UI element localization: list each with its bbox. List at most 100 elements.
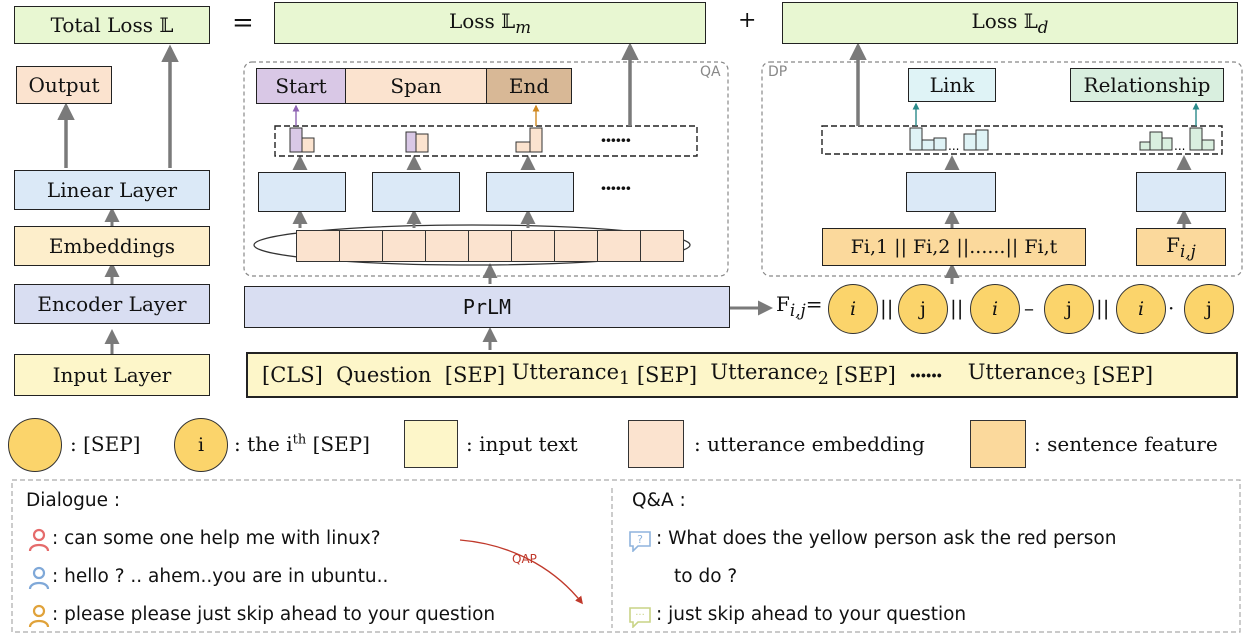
- loss-d-box: Loss 𝕃d: [782, 2, 1238, 44]
- concat-op-3: ||: [1096, 296, 1110, 320]
- prlm-label: PrLM: [462, 295, 512, 319]
- span-box: Span: [345, 68, 487, 104]
- qa-linear-box-1: [258, 172, 346, 212]
- input-layer-label: Input Layer: [52, 363, 172, 387]
- span-label: Span: [390, 74, 442, 98]
- total-loss-box: Total Loss 𝕃: [14, 6, 210, 44]
- legend-utterance-embedding: : utterance embedding: [694, 432, 925, 456]
- legend-input-text: : input text: [466, 432, 578, 456]
- input-sep-4: [SEP]: [1092, 363, 1154, 387]
- dialogue-title: Dialogue :: [26, 490, 121, 511]
- legend-ith-text: : the ith [SEP]: [234, 432, 370, 456]
- encoder-layer-box: Encoder Layer: [14, 284, 210, 324]
- input-cls: [CLS]: [262, 363, 323, 387]
- svg-text:...: ...: [948, 139, 959, 153]
- f-ij-box: Fi,j: [1136, 228, 1226, 266]
- formula-j-circle-3: j: [1184, 284, 1234, 334]
- legend-ith-circle: i: [174, 418, 228, 472]
- loss-d-label: Loss 𝕃d: [971, 9, 1049, 37]
- input-layer-box: Input Layer: [14, 354, 210, 396]
- formula-i-circle-3: i: [1116, 284, 1166, 334]
- start-box: Start: [256, 68, 346, 104]
- start-label: Start: [275, 74, 327, 98]
- output-box: Output: [16, 66, 112, 104]
- feature-concat-box: Fi,1 || Fi,2 ||......|| Fi,t: [822, 228, 1086, 266]
- svg-text:...: ...: [1174, 139, 1185, 153]
- input-question: Question: [336, 363, 432, 387]
- qna-answer: : just skip ahead to your question: [656, 604, 967, 625]
- qa-linear-box-2: [372, 172, 460, 212]
- legend-input-text-swatch: [404, 420, 458, 468]
- legend-sep-circle: [8, 418, 62, 472]
- dp-frame: [761, 61, 1243, 277]
- legend-sentence-feature: : sentence feature: [1034, 432, 1218, 456]
- total-loss-label: Total Loss 𝕃: [50, 13, 174, 37]
- dot-op: ·: [1168, 296, 1175, 320]
- qa-dots-top: ······: [600, 128, 632, 152]
- question-bubble-icon: ?: [629, 531, 651, 552]
- relationship-label: Relationship: [1083, 73, 1211, 97]
- input-utterance-1: Utterance1: [511, 360, 631, 390]
- embedding-cells: [296, 230, 684, 262]
- prlm-box: PrLM: [244, 286, 730, 328]
- dp-tag: DP: [768, 64, 788, 80]
- input-sequence-box: [CLS] Question [SEP] Utterance1 [SEP] Ut…: [246, 352, 1238, 398]
- qa-dots-mid: ······: [600, 176, 632, 200]
- dp-distribution-row: [821, 125, 1223, 155]
- red-person-icon: [28, 528, 50, 552]
- qap-label: QAP: [512, 552, 537, 566]
- formula-i-circle-1: i: [828, 284, 878, 334]
- embeddings-box: Embeddings: [14, 226, 210, 266]
- dp-linear-box-2: [1136, 172, 1226, 212]
- dialogue-frame: [11, 479, 1241, 633]
- yellow-person-icon: [28, 604, 50, 628]
- loss-m-box: Loss 𝕃m: [274, 2, 706, 44]
- formula-lhs: Fi,j=: [776, 292, 823, 320]
- end-label: End: [508, 74, 550, 98]
- blue-person-icon: [28, 566, 50, 590]
- svg-text:?: ?: [637, 533, 643, 546]
- qa-tag: QA: [700, 64, 721, 80]
- input-dots: ······: [909, 362, 943, 388]
- concat-op-2: ||: [950, 296, 964, 320]
- input-sep-2: [SEP]: [636, 363, 698, 387]
- qap-arrow: [459, 539, 583, 605]
- formula-j-circle-2: j: [1044, 284, 1094, 334]
- qna-question-line-2: to do ?: [674, 566, 738, 587]
- feature-concat-label: Fi,1 || Fi,2 ||......|| Fi,t: [850, 236, 1058, 258]
- legend-sep-text: : [SEP]: [70, 432, 141, 456]
- dialogue-line-1: : can some one help me with linux?: [52, 528, 381, 549]
- input-utterance-2: Utterance2: [710, 360, 829, 390]
- formula-i-circle-2: i: [970, 284, 1020, 334]
- input-sep-3: [SEP]: [835, 363, 896, 387]
- qa-linear-box-3: [486, 172, 574, 212]
- input-sep-1: [SEP]: [444, 363, 506, 387]
- link-box: Link: [908, 68, 996, 102]
- end-box: End: [486, 68, 572, 104]
- minus-op: –: [1024, 296, 1034, 320]
- loss-m-label: Loss 𝕃m: [448, 9, 532, 37]
- f-ij-label: Fi,j: [1166, 233, 1196, 261]
- dp-linear-box-1: [906, 172, 996, 212]
- plus-sign: +: [738, 8, 757, 33]
- qna-title: Q&A :: [632, 490, 686, 511]
- equals-sign: =: [232, 8, 254, 38]
- embedding-oval: [253, 224, 691, 266]
- formula-j-circle-1: j: [898, 284, 948, 334]
- linear-layer-label: Linear Layer: [46, 178, 178, 202]
- input-utterance-3: Utterance3: [967, 360, 1087, 390]
- dialogue-line-3: : please please just skip ahead to your …: [52, 604, 496, 625]
- answer-bubble-icon: ···: [629, 607, 651, 628]
- relationship-box: Relationship: [1070, 68, 1224, 102]
- concat-op-1: ||: [880, 296, 894, 320]
- qa-distribution-row: [274, 125, 698, 157]
- embeddings-label: Embeddings: [48, 234, 176, 258]
- legend-sentence-feature-swatch: [970, 420, 1026, 468]
- encoder-layer-label: Encoder Layer: [37, 292, 187, 316]
- svg-text:···: ···: [635, 610, 645, 621]
- output-label: Output: [28, 73, 100, 97]
- legend-utterance-embedding-swatch: [628, 420, 684, 468]
- linear-layer-box: Linear Layer: [14, 170, 210, 210]
- link-label: Link: [929, 73, 975, 97]
